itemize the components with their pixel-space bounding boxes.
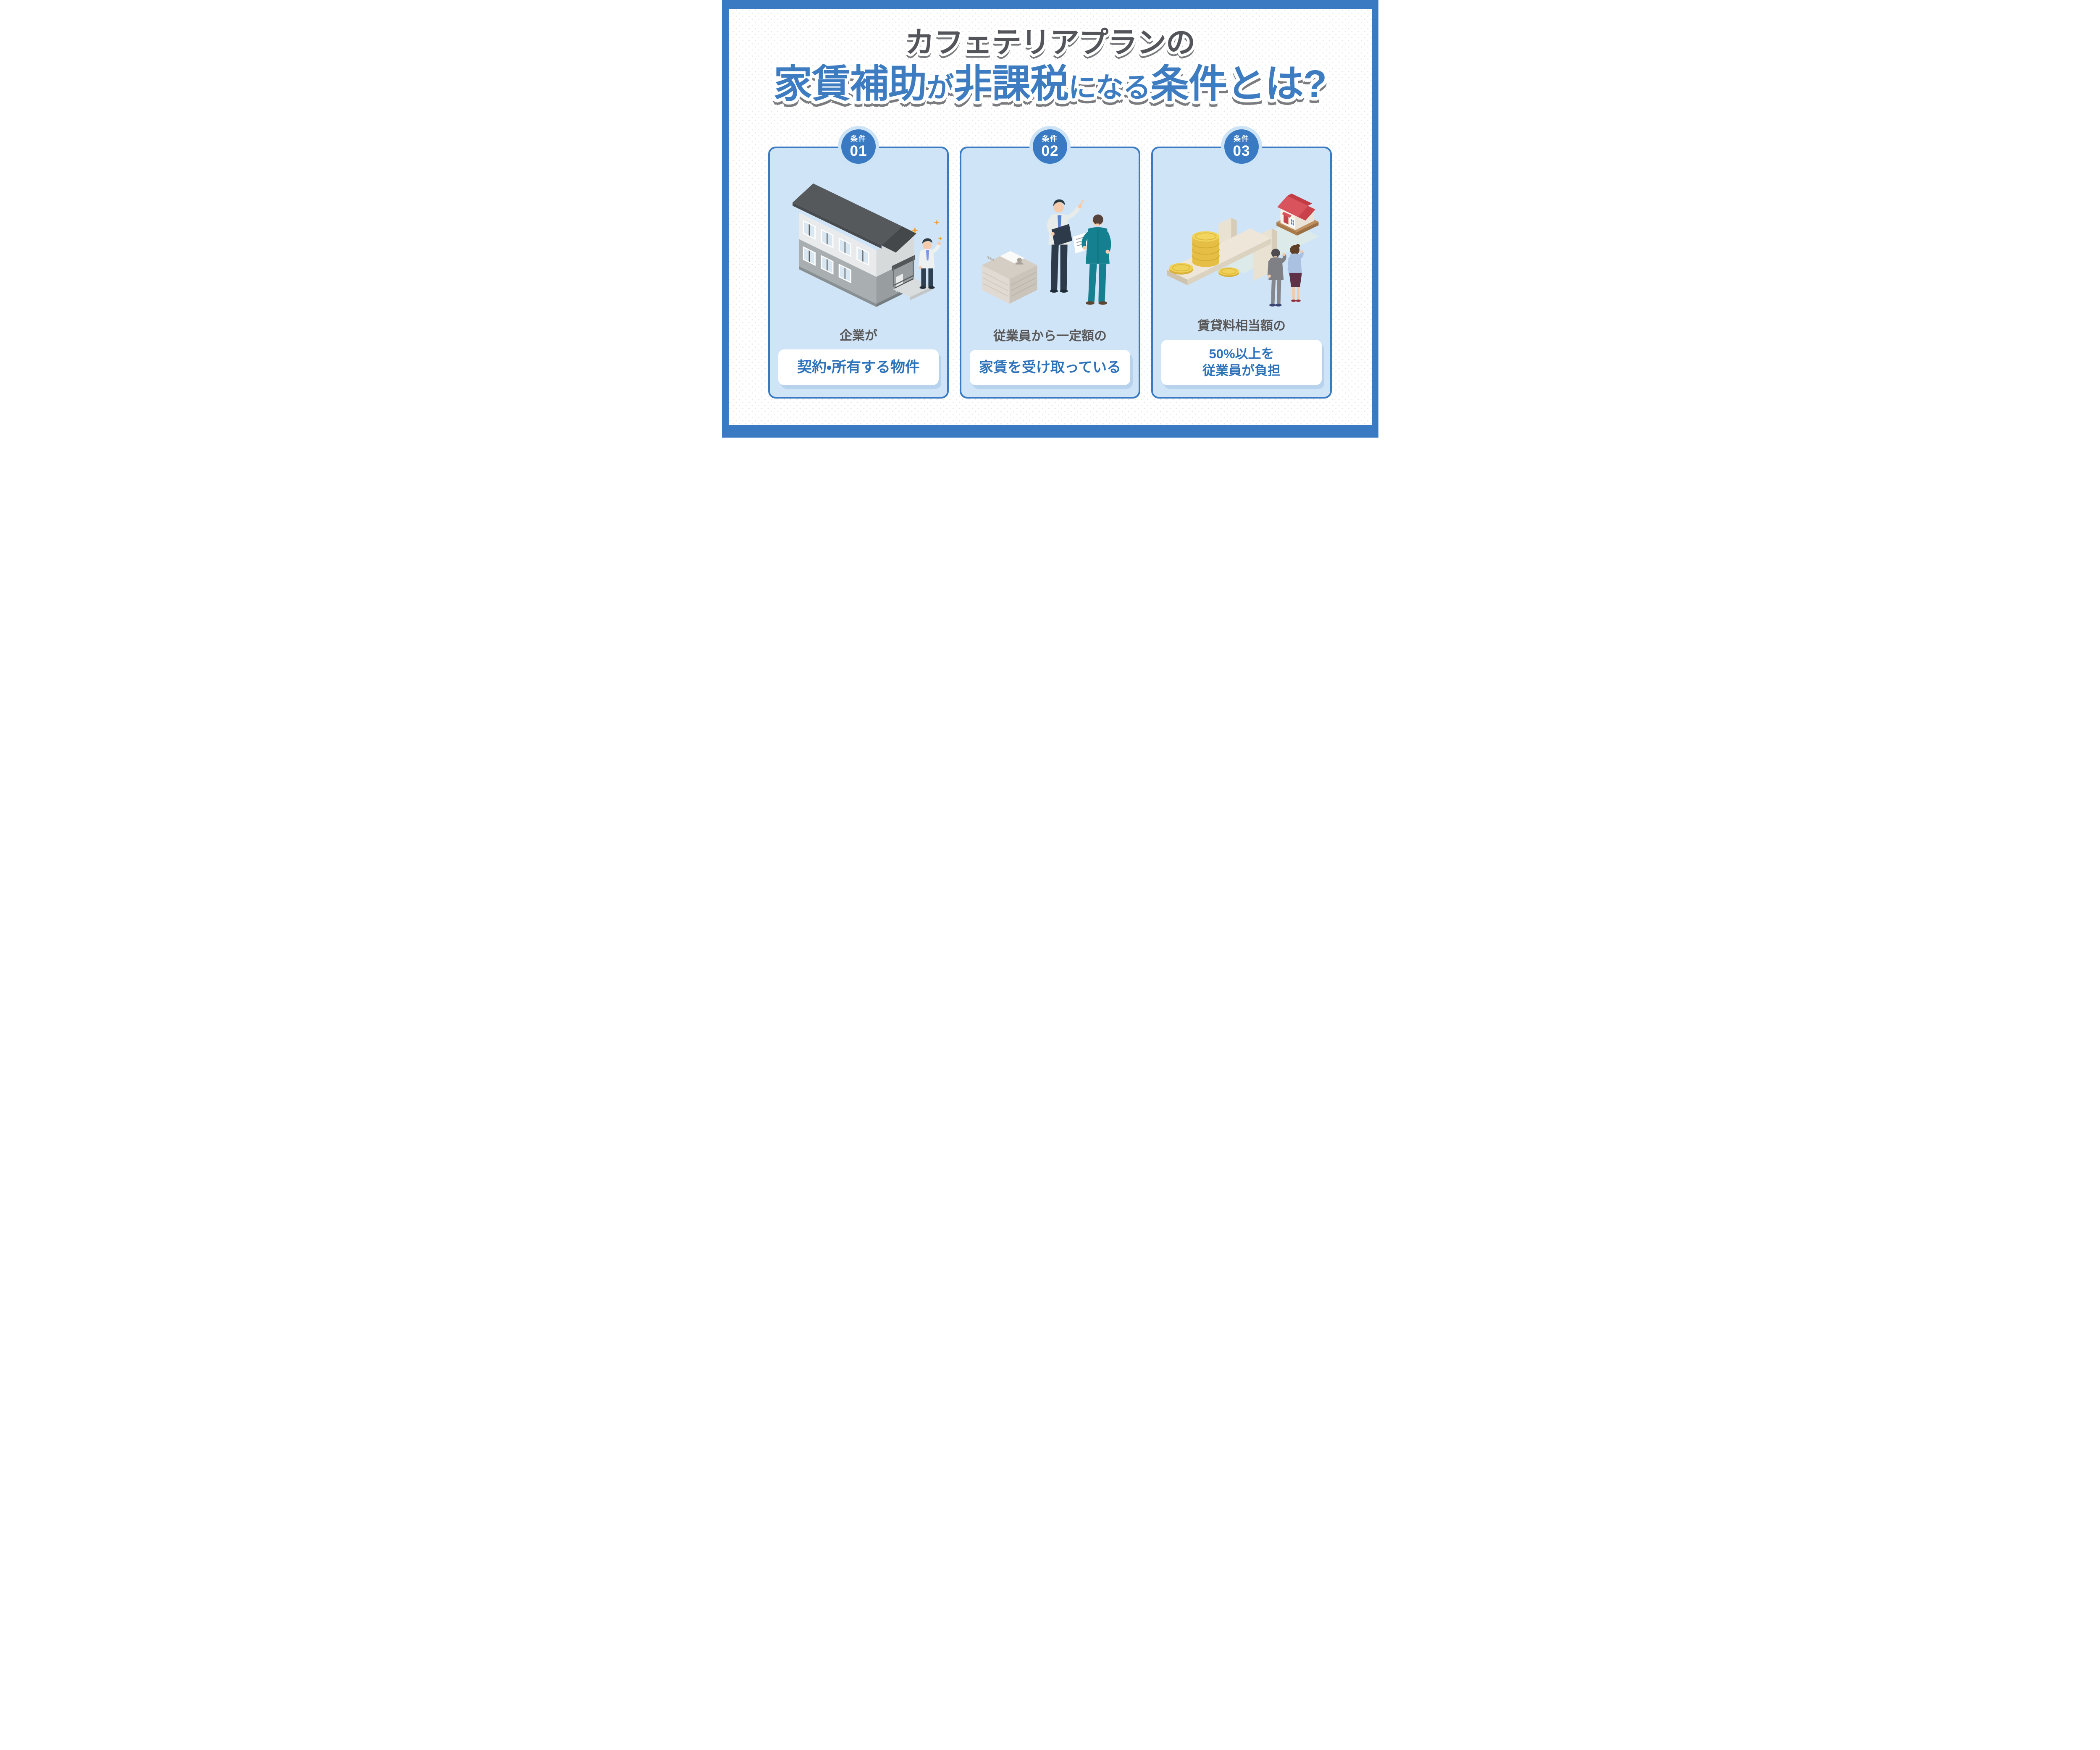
conditions-row: 条件 01: [729, 126, 1372, 399]
infographic-page: カフェテリアプランの 家賃補助が非課税になる条件とは? 条件 01: [722, 0, 1378, 438]
condition-3-pill: 50%以上を 従業員が負担: [1161, 339, 1322, 386]
thinking-woman-figure: [1287, 244, 1304, 302]
rent-handover-illustration: [982, 199, 1111, 305]
condition-3-badge: 条件 03: [1221, 126, 1262, 168]
rent-balance-illustration: [1167, 193, 1319, 307]
title-segment: になる: [1068, 71, 1151, 103]
building-roof: [793, 183, 902, 245]
condition-card-3: 条件 03: [1151, 126, 1332, 399]
pill-line: 従業員が負担: [1202, 363, 1281, 378]
company-building-illustration: [793, 183, 942, 307]
building-upper-wall: [799, 212, 877, 277]
condition-2-caption: 従業員から一定額の: [993, 329, 1107, 344]
badge-label: 条件: [1042, 134, 1058, 143]
title-segment: 非課税: [953, 62, 1069, 105]
condition-2-illustration-area: [961, 148, 1139, 325]
pill-line: 家賃を受け取っている: [979, 359, 1121, 376]
condition-1-badge: 条件 01: [838, 126, 879, 168]
thinking-man-figure: [1267, 249, 1286, 307]
page-title-line-2: 家賃補助が非課税になる条件とは?: [729, 62, 1372, 107]
condition-card-1: 条件 01: [768, 126, 949, 399]
pill-line: 契約・所有する物件: [797, 359, 920, 375]
title-block: カフェテリアプランの 家賃補助が非課税になる条件とは?: [729, 26, 1372, 106]
condition-2-pill: 家賃を受け取っている: [970, 350, 1130, 386]
condition-1-caption: 企業が: [840, 328, 877, 343]
businessman-figure: [919, 238, 941, 289]
cash-stack: [982, 251, 1037, 304]
badge-number: 03: [1233, 142, 1250, 159]
house: [1276, 193, 1319, 236]
house-roof: [1277, 196, 1308, 217]
condition-3-illustration-area: [1153, 148, 1330, 315]
page-title-line-1: カフェテリアプランの: [905, 26, 1195, 59]
badge-label: 条件: [850, 134, 866, 143]
coin-stack: [1169, 231, 1239, 277]
condition-3-caption: 賃貸料相当額の: [1197, 319, 1286, 333]
title-segment: が: [926, 71, 954, 103]
pill-line: 50%以上を: [1209, 346, 1274, 361]
condition-card-2: 条件 02: [960, 126, 1140, 399]
building-lower-wall: [799, 239, 877, 304]
building-windows: [803, 220, 869, 283]
condition-1-pill: 契約・所有する物件: [778, 349, 939, 386]
title-segment: 家賃補助: [773, 62, 927, 105]
sparkle-icon: [911, 219, 942, 241]
title-segment: 条件とは?: [1150, 62, 1327, 105]
condition-1-illustration-area: [770, 148, 947, 325]
employee-figure: [1073, 214, 1111, 305]
page-background: カフェテリアプランの 家賃補助が非課税になる条件とは? 条件 01: [728, 9, 1372, 425]
badge-number: 01: [850, 142, 867, 159]
badge-label: 条件: [1234, 134, 1250, 143]
condition-2-badge: 条件 02: [1029, 126, 1071, 168]
porch-canopy: [892, 254, 915, 271]
badge-number: 02: [1041, 142, 1059, 159]
employer-figure: [1047, 199, 1084, 293]
